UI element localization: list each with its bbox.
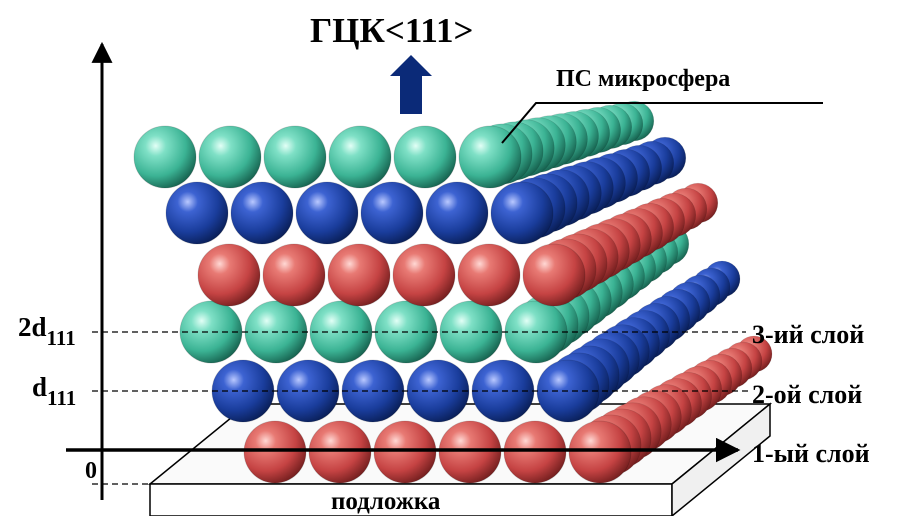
layer-3-label: 3-ий слой: [752, 320, 864, 349]
ps-microsphere: [438, 420, 502, 484]
sphere-row-5: [165, 136, 687, 245]
ps-microsphere: [165, 181, 229, 245]
ps-microsphere: [328, 125, 392, 189]
sphere-row-1: [243, 335, 773, 484]
tick-label-2d-sub: 111: [47, 326, 76, 350]
ps-microsphere: [490, 181, 554, 245]
ps-microsphere: [360, 181, 424, 245]
ps-microsphere: [503, 420, 567, 484]
ps-microsphere: [457, 243, 521, 307]
ps-microsphere: [373, 420, 437, 484]
tick-label-d-sub: 111: [47, 386, 76, 410]
ps-microsphere: [262, 243, 326, 307]
ps-microsphere: [295, 181, 359, 245]
sphere-row-6: [133, 100, 655, 189]
growth-direction-arrow: [390, 55, 432, 114]
layer-1-label: 1-ый слой: [752, 439, 870, 468]
layer-2-label: 2-ой слой: [752, 380, 862, 409]
tick-label-d111: d111: [32, 372, 76, 410]
ps-microsphere: [393, 125, 457, 189]
sphere-leader-line: [501, 102, 823, 144]
ps-microsphere: [458, 125, 522, 189]
ps-microsphere: [243, 420, 307, 484]
sphere-stack: [133, 100, 773, 484]
tick-label-2d111: 2d111: [18, 312, 76, 350]
tick-label-2d-main: 2d: [18, 312, 47, 342]
tick-label-d-main: d: [32, 372, 47, 402]
ps-microsphere: [392, 243, 456, 307]
ps-microsphere: [263, 125, 327, 189]
ps-microsphere: [308, 420, 372, 484]
ps-microsphere: [230, 181, 294, 245]
ps-microsphere: [425, 181, 489, 245]
ps-microsphere: [568, 420, 632, 484]
tick-label-zero: 0: [85, 458, 97, 484]
sphere-row-4: [197, 182, 719, 307]
diagram-title: ГЦК<111>: [310, 11, 473, 50]
ps-microsphere: [197, 243, 261, 307]
ps-microsphere: [522, 243, 586, 307]
ps-microsphere: [198, 125, 262, 189]
ps-microsphere: [133, 125, 197, 189]
ps-microsphere: [327, 243, 391, 307]
substrate-label: подложка: [331, 488, 441, 515]
sphere-label: ПС микросфера: [556, 66, 730, 92]
